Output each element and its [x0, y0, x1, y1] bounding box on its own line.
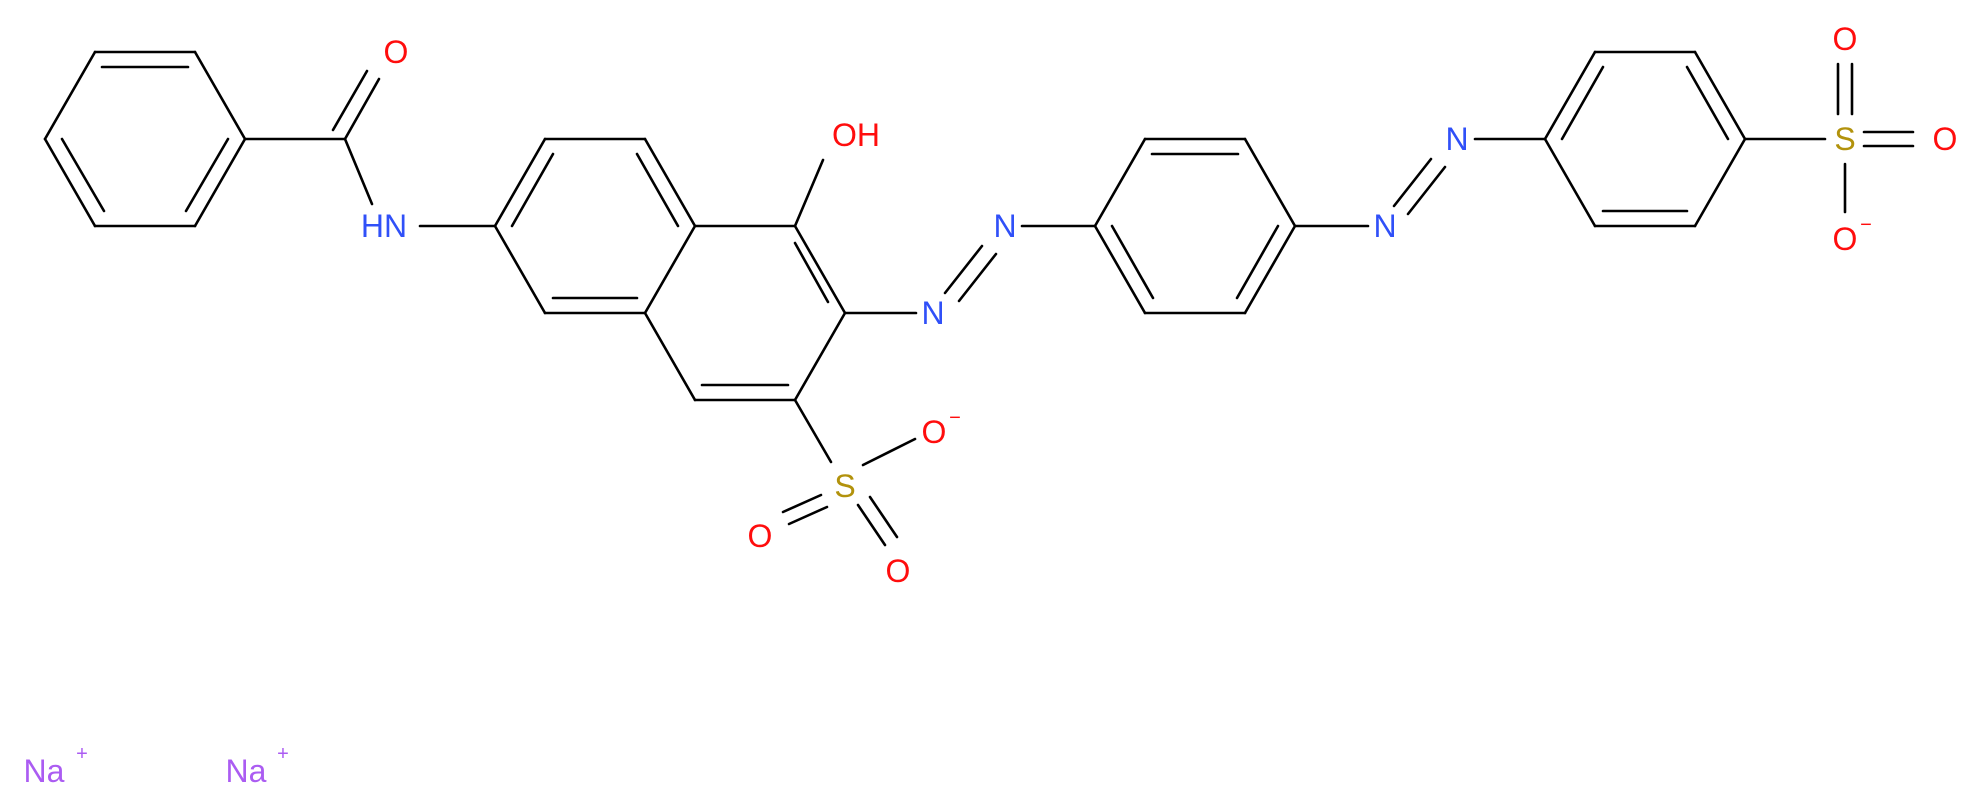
- bond: [643, 137, 697, 228]
- bond: [793, 158, 825, 228]
- bond: [793, 398, 833, 464]
- bond: [793, 224, 847, 315]
- bond: [331, 69, 369, 132]
- bond: [1560, 65, 1605, 141]
- atom-labels: O HN OH N N N N S O O O S O O O Na Na: [24, 21, 1958, 789]
- bond: [510, 152, 555, 228]
- bond: [1406, 165, 1447, 216]
- bond: [343, 137, 374, 206]
- bond: [1693, 137, 1747, 228]
- bond: [493, 224, 547, 315]
- bond: [1235, 224, 1280, 300]
- atom-o-sulfo2-right: O: [1933, 121, 1958, 157]
- atom-n-azo1b: N: [993, 208, 1016, 244]
- charge-na2: +: [277, 743, 289, 765]
- atom-n-amide: HN: [361, 208, 407, 244]
- bond: [868, 495, 899, 539]
- bond: [1243, 224, 1297, 315]
- atom-o-hydroxy: OH: [832, 117, 880, 153]
- atom-o-sulfo1-minus: O: [922, 414, 947, 450]
- bond: [787, 505, 829, 526]
- bond: [943, 244, 984, 295]
- bond: [184, 137, 230, 213]
- bond: [1093, 137, 1147, 228]
- atom-n-azo2a: N: [1373, 208, 1396, 244]
- atom-o-sulfo1-b: O: [886, 553, 911, 589]
- bond: [193, 137, 247, 228]
- bond: [856, 503, 887, 547]
- bond: [193, 50, 247, 141]
- atom-o-sulfo1-a: O: [748, 518, 773, 554]
- bond: [1392, 157, 1433, 208]
- bond: [643, 224, 697, 315]
- atom-s-sulfo2: S: [1834, 121, 1855, 157]
- bond: [1543, 50, 1597, 141]
- atom-na1: Na: [24, 753, 65, 789]
- bond: [635, 152, 680, 228]
- bond: [643, 311, 697, 402]
- charge-o-sulfo2-minus: −: [1860, 214, 1872, 236]
- bond: [861, 437, 917, 467]
- bond: [493, 137, 547, 228]
- bond: [60, 137, 106, 213]
- atom-n-azo2b: N: [1445, 121, 1468, 157]
- bond: [957, 252, 998, 303]
- atom-na2: Na: [226, 753, 267, 789]
- bond: [343, 77, 381, 141]
- atom-o-sulfo2-top: O: [1833, 21, 1858, 57]
- bond-lines: [43, 50, 1915, 547]
- atom-o-amide: O: [384, 34, 409, 70]
- bond: [1685, 65, 1730, 141]
- atom-n-azo1a: N: [921, 295, 944, 331]
- bond: [781, 493, 823, 514]
- bond: [1543, 137, 1597, 228]
- charge-o-sulfo1-minus: −: [949, 407, 961, 429]
- bond: [1243, 137, 1297, 228]
- atom-o-sulfo2-minus: O: [1833, 221, 1858, 257]
- bond: [1110, 224, 1155, 300]
- bond: [1693, 50, 1747, 141]
- bond: [1093, 224, 1147, 315]
- charge-labels: − − + +: [76, 214, 1872, 765]
- bond: [43, 137, 97, 228]
- bond: [43, 50, 97, 141]
- charge-na1: +: [76, 743, 88, 765]
- bond: [793, 311, 847, 402]
- atom-s-sulfo1: S: [834, 468, 855, 504]
- bond: [793, 241, 830, 304]
